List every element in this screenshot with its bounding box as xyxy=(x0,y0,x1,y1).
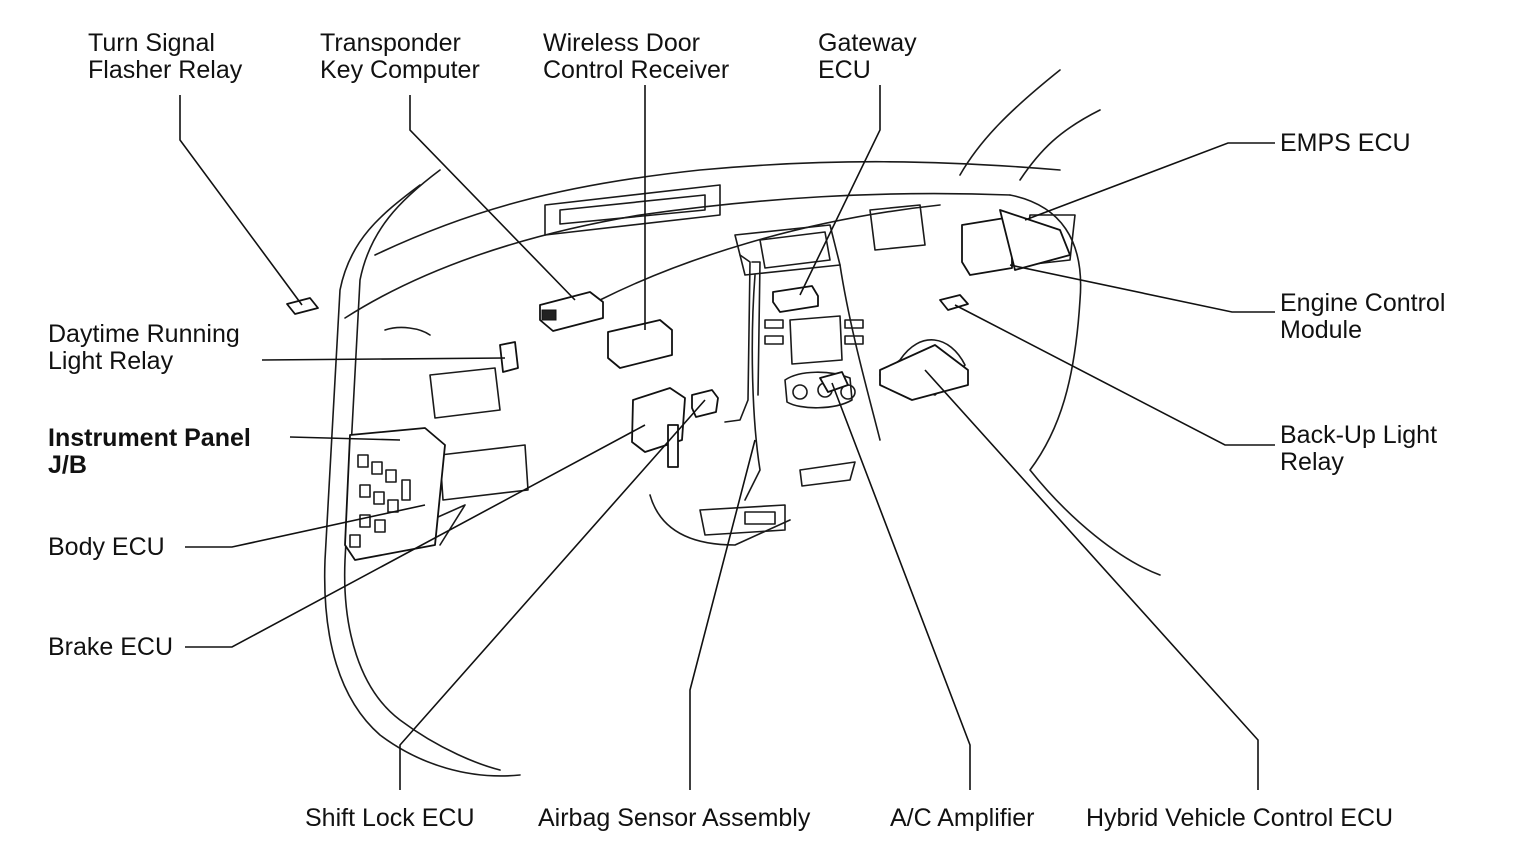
leader-brake xyxy=(185,424,646,648)
leader-shiftlock xyxy=(399,399,706,790)
hybrid-ecu-part xyxy=(879,344,969,401)
label-body-ecu: Body ECU xyxy=(48,533,165,561)
leader-backup xyxy=(954,304,1275,446)
transponder-part xyxy=(539,291,604,332)
emps-part xyxy=(999,209,1071,271)
leader-transponder xyxy=(409,95,576,301)
backup-relay-part xyxy=(939,294,969,311)
label-shift-lock-ecu: Shift Lock ECU xyxy=(305,804,475,832)
label-instrument-panel-jb: Instrument Panel J/B xyxy=(48,424,251,479)
leader-turn-signal xyxy=(179,95,303,306)
leader-gateway xyxy=(799,85,881,296)
ac-amp-part xyxy=(819,371,849,393)
leader-airbag xyxy=(689,439,756,790)
label-wireless-door-control-receiver: Wireless Door Control Receiver xyxy=(543,29,730,84)
label-engine-control-module: Engine Control Module xyxy=(1280,289,1446,344)
shift-lock-part xyxy=(691,389,719,418)
jb-fuses xyxy=(349,454,411,548)
label-turn-signal-flasher-relay: Turn Signal Flasher Relay xyxy=(88,29,243,84)
label-transponder-key-computer: Transponder Key Computer xyxy=(320,29,480,84)
label-daytime-running-light-relay: Daytime Running Light Relay xyxy=(48,320,240,375)
label-airbag-sensor-assembly: Airbag Sensor Assembly xyxy=(538,804,811,832)
label-backup-light-relay: Back-Up Light Relay xyxy=(1280,421,1438,476)
leader-lines xyxy=(179,85,1275,790)
label-emps-ecu: EMPS ECU xyxy=(1280,129,1411,157)
dashboard-outline xyxy=(323,69,1161,777)
leader-hybrid xyxy=(924,369,1259,790)
leader-emps xyxy=(1024,142,1275,221)
turn-signal-relay-part xyxy=(286,297,319,315)
label-hybrid-vehicle-control-ecu: Hybrid Vehicle Control ECU xyxy=(1086,804,1394,832)
label-brake-ecu: Brake ECU xyxy=(48,633,174,661)
leader-engine xyxy=(1009,264,1275,313)
wireless-door-part xyxy=(607,319,673,369)
leader-daytime xyxy=(261,357,506,361)
daytime-relay-part xyxy=(499,341,519,373)
components xyxy=(286,209,1071,561)
gateway-part xyxy=(772,285,819,313)
label-ac-amplifier: A/C Amplifier xyxy=(890,804,1035,832)
leader-ac xyxy=(831,382,971,790)
leader-body xyxy=(185,504,426,548)
leader-instrument xyxy=(289,436,401,441)
label-gateway-ecu: Gateway ECU xyxy=(818,29,917,84)
